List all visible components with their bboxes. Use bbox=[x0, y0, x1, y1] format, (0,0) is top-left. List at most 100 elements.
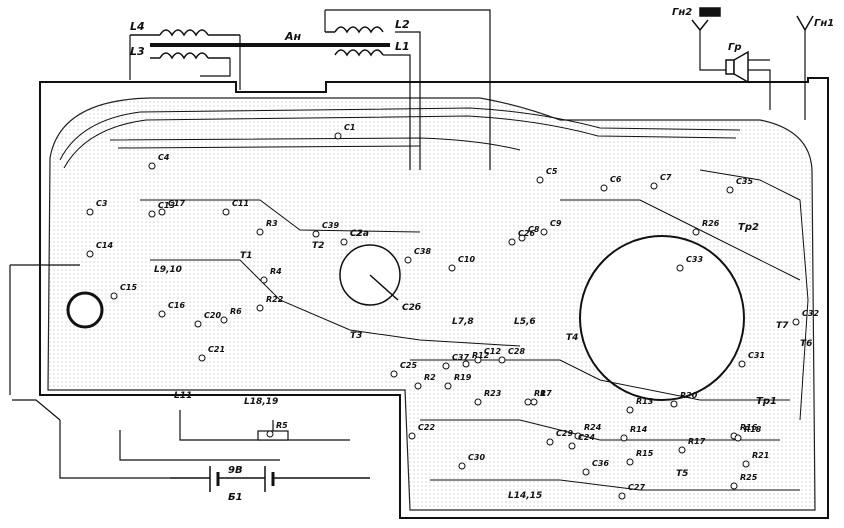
capacitor-label-c33: C33 bbox=[686, 255, 703, 264]
capacitor-label-c21: C21 bbox=[208, 345, 225, 354]
solder-pad bbox=[256, 228, 264, 236]
speaker-symbol bbox=[725, 50, 749, 84]
solder-pad bbox=[600, 184, 608, 192]
solder-pad bbox=[334, 132, 342, 140]
transistor-label-t3: T3 bbox=[350, 331, 362, 341]
inductor-label-l78: L7,8 bbox=[452, 317, 474, 327]
transformer-label-tp2: Tp2 bbox=[738, 222, 759, 233]
solder-pad bbox=[730, 482, 738, 490]
label-l3: L3 bbox=[130, 45, 145, 58]
solder-pad bbox=[86, 208, 94, 216]
capacitor-label-c37: C37 bbox=[452, 353, 469, 362]
capacitor-label-c39: C39 bbox=[322, 221, 339, 230]
capacitor-label-c27: C27 bbox=[628, 483, 645, 492]
solder-pad bbox=[312, 230, 320, 238]
capacitor-label-c35: C35 bbox=[736, 177, 753, 186]
capacitor-label-c8: C8 bbox=[528, 225, 540, 234]
label-c2b: C2б bbox=[402, 302, 421, 313]
resistor-label-r19: R19 bbox=[454, 373, 472, 382]
capacitor-label-c16: C16 bbox=[168, 301, 185, 310]
solder-pad bbox=[474, 356, 482, 364]
resistor-label-r14: R14 bbox=[630, 425, 648, 434]
board-inner-outline bbox=[47, 97, 816, 511]
resistor-label-r24: R24 bbox=[584, 423, 602, 432]
capacitor-label-c24: C24 bbox=[578, 433, 595, 442]
resistor-label-r23: R23 bbox=[484, 389, 502, 398]
jack-gn1 bbox=[796, 15, 814, 32]
solder-pad bbox=[568, 442, 576, 450]
solder-pad bbox=[738, 360, 746, 368]
label-gn2: Гн2 bbox=[672, 7, 692, 18]
label-gn1: Гн1 bbox=[814, 18, 834, 29]
inductor-label-l910: L9,10 bbox=[154, 265, 182, 275]
label-l1: L1 bbox=[395, 40, 410, 53]
solder-pad bbox=[198, 354, 206, 362]
solder-pad bbox=[582, 468, 590, 476]
resistor-label-r3: R3 bbox=[266, 219, 278, 228]
capacitor-label-c7: C7 bbox=[660, 173, 672, 182]
solder-pad bbox=[260, 276, 268, 284]
capacitor-label-c22: C22 bbox=[418, 423, 435, 432]
capacitor-label-c30: C30 bbox=[468, 453, 485, 462]
solder-pad bbox=[442, 362, 450, 370]
capacitor-label-c28: C28 bbox=[508, 347, 525, 356]
capacitor-label-c31: C31 bbox=[748, 351, 765, 360]
resistor-label-r15: R15 bbox=[636, 449, 654, 458]
solder-pad bbox=[390, 370, 398, 378]
solder-pad bbox=[670, 400, 678, 408]
resistor-label-r12: R12 bbox=[472, 351, 490, 360]
inductor-label-l1415: L14,15 bbox=[508, 491, 542, 501]
resistor-label-r26: R26 bbox=[702, 219, 720, 228]
capacitor-label-c13: C13 bbox=[158, 201, 175, 210]
resistor-label-r13: R13 bbox=[636, 397, 654, 406]
capacitor-label-c38: C38 bbox=[414, 247, 431, 256]
inductor-label-l11: L11 bbox=[174, 391, 192, 401]
solder-pad bbox=[408, 432, 416, 440]
solder-pad bbox=[626, 406, 634, 414]
capacitor-label-c10: C10 bbox=[458, 255, 475, 264]
solder-pad bbox=[340, 238, 348, 246]
solder-pad bbox=[256, 304, 264, 312]
solder-pad bbox=[574, 432, 582, 440]
transistor-label-t6: T6 bbox=[800, 339, 812, 349]
label-antenna: Ан bbox=[284, 30, 302, 43]
capacitor-label-c2: C2 bbox=[350, 229, 362, 238]
resistor-label-r6: R6 bbox=[230, 307, 242, 316]
solder-pad bbox=[530, 398, 538, 406]
solder-pad bbox=[148, 210, 156, 218]
mounting-hole bbox=[66, 291, 104, 329]
capacitor-label-c17: C17 bbox=[168, 199, 185, 208]
resistor-label-r21: R21 bbox=[752, 451, 769, 460]
transistor-label-t4: T4 bbox=[566, 333, 578, 343]
capacitor-label-c29: C29 bbox=[556, 429, 573, 438]
solder-pad bbox=[536, 176, 544, 184]
capacitor-label-c15: C15 bbox=[120, 283, 137, 292]
coil-l2 bbox=[325, 26, 384, 34]
resistor-label-r20: R20 bbox=[680, 391, 698, 400]
solder-pad bbox=[266, 430, 274, 438]
capacitor-label-c32: C32 bbox=[802, 309, 819, 318]
solder-pad bbox=[650, 182, 658, 190]
solder-pad bbox=[726, 186, 734, 194]
capacitor-label-c36: C36 bbox=[592, 459, 609, 468]
solder-pad bbox=[734, 434, 742, 442]
capacitor-label-c25: C25 bbox=[400, 361, 417, 370]
resistor-label-r18: R18 bbox=[744, 425, 762, 434]
battery-b1 bbox=[170, 466, 370, 492]
solder-pad bbox=[626, 458, 634, 466]
jack-gn2 bbox=[691, 7, 721, 32]
component-pads bbox=[86, 132, 800, 500]
solder-pad bbox=[444, 382, 452, 390]
solder-pad bbox=[518, 234, 526, 242]
solder-pad bbox=[474, 398, 482, 406]
solder-pad bbox=[110, 292, 118, 300]
label-l2: L2 bbox=[395, 18, 410, 31]
resistor-label-r4: R4 bbox=[270, 267, 282, 276]
resistor-label-r22: R22 bbox=[266, 295, 284, 304]
solder-pad bbox=[508, 238, 516, 246]
solder-pad bbox=[792, 318, 800, 326]
board-outline bbox=[39, 77, 829, 519]
